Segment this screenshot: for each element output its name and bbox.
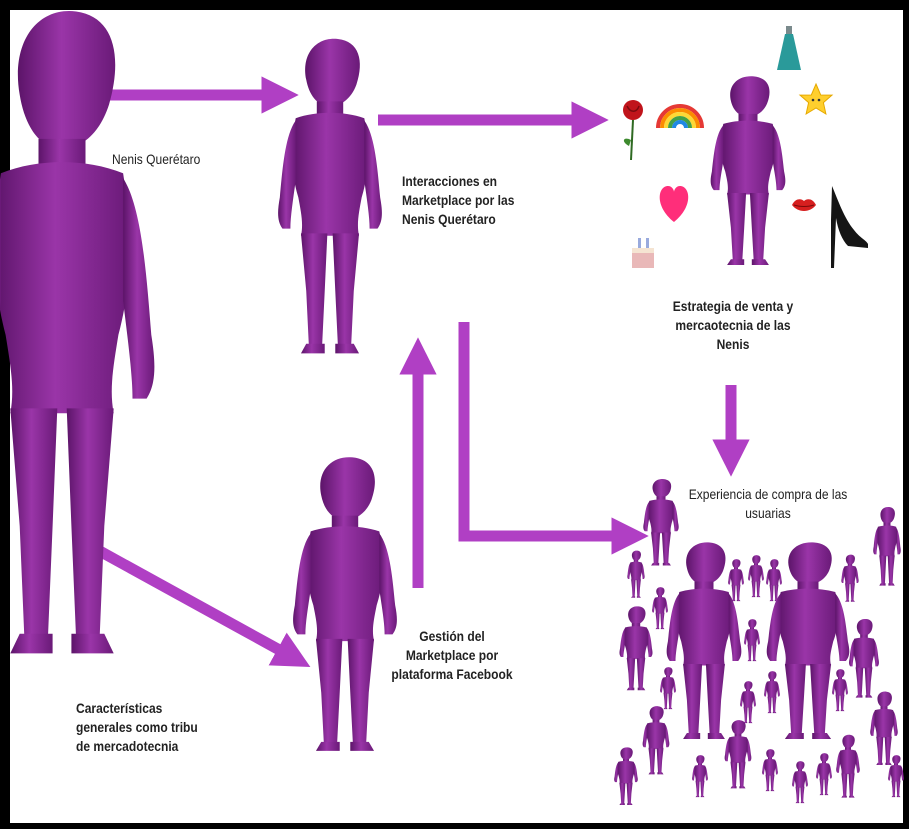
label-line: Nenis Querétaro [402, 210, 514, 229]
label-line: Nenis [660, 335, 806, 354]
label-line: de mercadotecnia [76, 737, 198, 756]
rose-icon [623, 100, 643, 160]
arrow-interacciones-to-experiencia [464, 322, 630, 536]
label-line: Experiencia de compra de las [682, 485, 854, 504]
star-icon [800, 84, 832, 114]
figure-nenis-queretaro [0, 11, 154, 653]
label-experiencia: Experiencia de compra de las usuarias [682, 485, 854, 523]
label-line: plataforma Facebook [383, 665, 521, 684]
label-line: Gestión del [383, 627, 521, 646]
figure-gestion [293, 457, 397, 751]
label-line: Características [76, 699, 198, 718]
label-line: generales como tribu [76, 718, 198, 737]
perfume-bottle-icon [777, 26, 801, 70]
label-estrategia: Estrategia de venta y mercaotecnia de la… [660, 297, 806, 354]
crowd-figures [614, 479, 904, 805]
heart-icon [660, 186, 689, 222]
label-line: Estrategia de venta y [660, 297, 806, 316]
rainbow-icon [658, 106, 702, 128]
figure-estrategia [711, 76, 786, 265]
label-gestion: Gestión del Marketplace por plataforma F… [383, 627, 521, 684]
label-line: Marketplace por las [402, 191, 514, 210]
label-line: Interacciones en [402, 172, 514, 191]
high-heel-icon [831, 186, 868, 268]
label-line: usuarias [682, 504, 854, 523]
label-caracteristicas: Características generales como tribu de … [76, 699, 198, 756]
lips-icon [792, 199, 816, 211]
label-line: Marketplace por [383, 646, 521, 665]
figure-interacciones [278, 39, 382, 354]
label-line: mercaotecnia de las [660, 316, 806, 335]
label-nenis-queretaro: Nenis Querétaro [112, 150, 200, 169]
arrow-caracteristicas-to-gestion [96, 549, 294, 658]
label-interacciones: Interacciones en Marketplace por las Nen… [402, 172, 514, 229]
birthday-cake-icon [632, 238, 654, 268]
